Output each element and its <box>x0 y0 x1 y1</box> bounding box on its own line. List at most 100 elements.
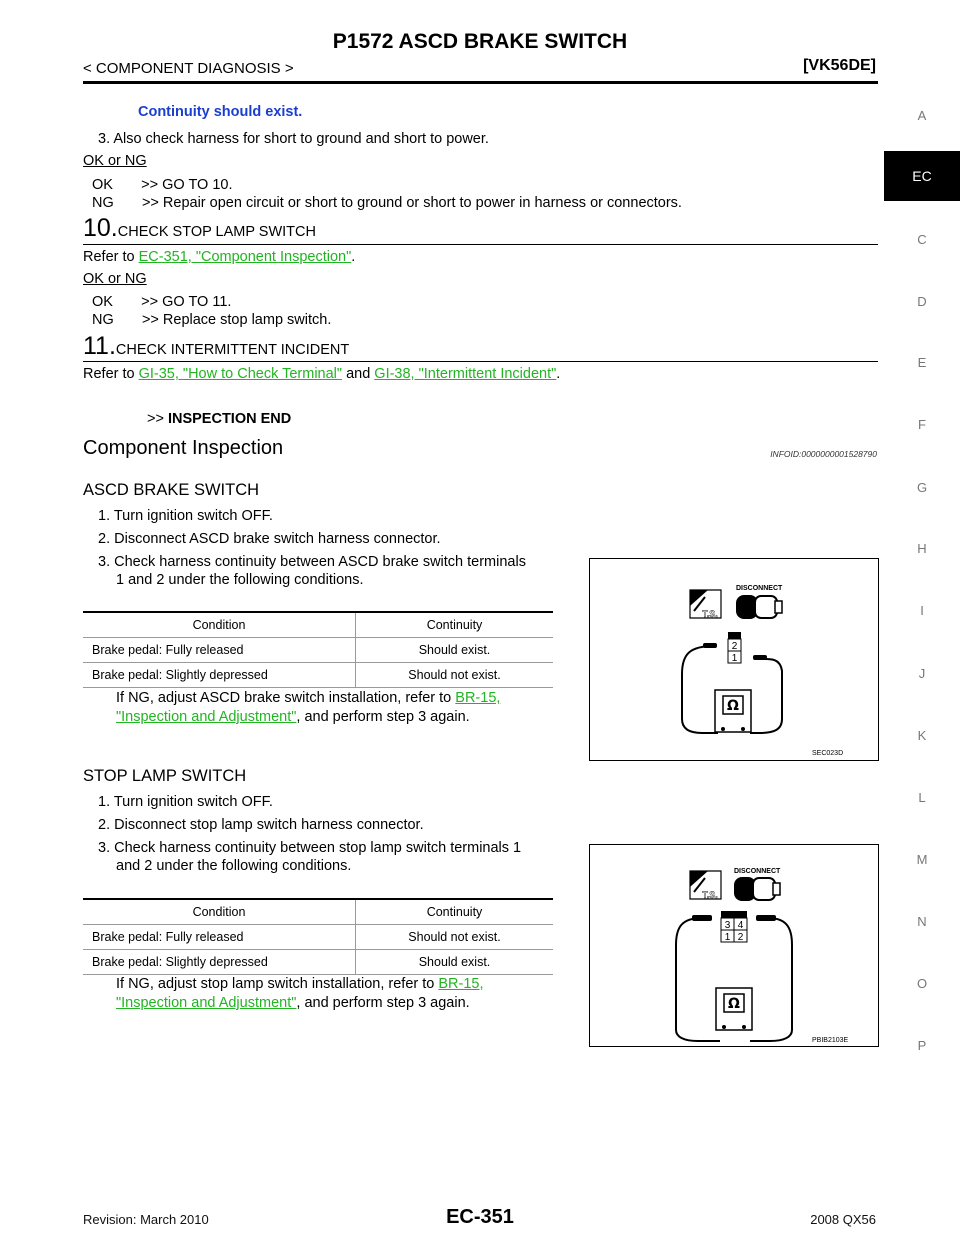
side-tab-ec-label: EC <box>912 168 932 184</box>
header-rule <box>83 81 878 84</box>
step10-ng: NG >> Replace stop lamp switch. <box>92 312 332 328</box>
side-tab-n[interactable]: N <box>917 914 927 929</box>
ascd-step1: 1. Turn ignition switch OFF. <box>98 508 273 524</box>
probe-tip-right <box>753 655 767 660</box>
step10-ok-ng: OK or NG <box>83 271 147 287</box>
terminal-2-label: 2 <box>732 641 738 652</box>
table-row: Brake pedal: Fully released Should not e… <box>83 924 553 950</box>
table-cell-condition: Brake pedal: Slightly depressed <box>83 662 356 688</box>
ascd-diagram: T.S. DISCONNECT 2 1 Ω SEC023D <box>589 558 879 761</box>
step10-refer-suffix: . <box>351 249 356 265</box>
step11-label: CHECK INTERMITTENT INCIDENT <box>115 342 350 358</box>
side-tab-m[interactable]: M <box>916 852 928 867</box>
table-cell-continuity: Should not exist. <box>355 924 553 950</box>
ascd-diagram-svg: T.S. DISCONNECT 2 1 Ω SEC023D <box>681 585 843 757</box>
side-tab-g[interactable]: G <box>916 480 928 495</box>
connector-icon <box>727 632 742 664</box>
step11-and: and <box>342 366 375 382</box>
inspection-end: >> INSPECTION END <box>147 411 291 427</box>
link-inspection-adjustment-stop[interactable]: "Inspection and Adjustment" <box>116 995 297 1011</box>
ascd-ng-suffix: , and perform step 3 again. <box>296 709 470 725</box>
probe-tip-right <box>756 915 776 921</box>
link-br-15-stop[interactable]: BR-15, <box>438 976 484 992</box>
side-tab-a[interactable]: A <box>917 108 927 123</box>
table-header-row: Condition Continuity <box>83 898 553 925</box>
side-tab-j[interactable]: J <box>918 666 926 681</box>
disconnect-icon <box>734 877 781 901</box>
side-tab-k[interactable]: K <box>917 728 927 743</box>
ascd-ng-line2: "Inspection and Adjustment", and perform… <box>116 709 470 725</box>
ascd-condition-table: Condition Continuity Brake pedal: Fully … <box>83 611 553 688</box>
probe-tip-left <box>692 915 712 921</box>
probe-tip-left <box>703 643 717 648</box>
table-row: Brake pedal: Slightly depressed Should e… <box>83 949 553 975</box>
section-label: < COMPONENT DIAGNOSIS > <box>83 60 294 77</box>
side-tab-o[interactable]: O <box>916 976 928 991</box>
probe-wire-right <box>750 657 783 734</box>
link-inspection-adjustment[interactable]: "Inspection and Adjustment" <box>116 709 297 725</box>
side-tab-e[interactable]: E <box>917 355 927 370</box>
stop-lamp-ng-line2: "Inspection and Adjustment", and perform… <box>116 995 470 1011</box>
link-gi-38[interactable]: GI-38, "Intermittent Incident" <box>374 366 557 382</box>
step10-rule <box>83 244 878 245</box>
probe-wire-right <box>750 917 793 1042</box>
stop-lamp-section-title: STOP LAMP SWITCH <box>83 767 247 785</box>
stop-lamp-step2: 2. Disconnect stop lamp switch harness c… <box>98 817 424 833</box>
ts-label: T.S. <box>702 890 718 900</box>
ohm-symbol: Ω <box>727 698 739 714</box>
side-tab-f[interactable]: F <box>918 417 926 432</box>
stop-lamp-ng-suffix: , and perform step 3 again. <box>296 995 470 1011</box>
step10-refer: Refer to EC-351, "Component Inspection". <box>83 249 355 265</box>
table-cell-continuity: Should not exist. <box>355 662 553 688</box>
side-tab-i[interactable]: I <box>920 603 924 618</box>
stop-lamp-step3-line1: 3. Check harness continuity between stop… <box>98 840 522 856</box>
terminal-4-label: 4 <box>738 920 744 931</box>
ascd-step3-line1: 3. Check harness continuity between ASCD… <box>98 554 526 570</box>
terminal-3-label: 3 <box>725 920 731 931</box>
intro-ok: OK >> GO TO 10. <box>92 177 233 193</box>
step10-label: CHECK STOP LAMP SWITCH <box>117 224 316 240</box>
table-header-condition: Condition <box>83 611 356 638</box>
link-ec-351[interactable]: EC-351, "Component Inspection" <box>138 249 352 265</box>
step10-heading: 10.CHECK STOP LAMP SWITCH <box>83 214 316 243</box>
step10-ok: OK >> GO TO 11. <box>92 294 232 310</box>
stop-lamp-condition-table: Condition Continuity Brake pedal: Fully … <box>83 898 553 975</box>
ascd-ng-text: If NG, adjust ASCD brake switch installa… <box>116 690 456 706</box>
side-tab-p[interactable]: P <box>917 1038 927 1053</box>
step10-refer-prefix: Refer to <box>83 249 139 265</box>
figure-code: SEC023D <box>812 750 843 757</box>
side-tab-d[interactable]: D <box>917 294 927 309</box>
disconnect-label: DISCONNECT <box>736 585 783 592</box>
disconnect-label: DISCONNECT <box>734 868 781 875</box>
side-tab-c[interactable]: C <box>917 232 927 247</box>
ohm-symbol: Ω <box>728 996 740 1012</box>
table-row: Brake pedal: Fully released Should exist… <box>83 637 553 663</box>
side-tab-ec-active[interactable]: EC <box>884 151 960 201</box>
table-cell-condition: Brake pedal: Fully released <box>83 637 356 663</box>
side-tab-h[interactable]: H <box>917 541 927 556</box>
table-header-condition: Condition <box>83 898 356 925</box>
probe-wire-left <box>675 917 720 1042</box>
page-title: P1572 ASCD BRAKE SWITCH <box>332 30 628 53</box>
intro-ng: NG >> Repair open circuit or short to gr… <box>92 195 682 211</box>
table-header-continuity: Continuity <box>355 611 553 638</box>
intro-step3: 3. Also check harness for short to groun… <box>98 131 489 147</box>
link-gi-35[interactable]: GI-35, "How to Check Terminal" <box>138 366 343 382</box>
probe-wire-left <box>681 645 718 734</box>
component-inspection-title: Component Inspection <box>83 437 284 459</box>
table-cell-condition: Brake pedal: Slightly depressed <box>83 949 356 975</box>
inspection-end-label: INSPECTION END <box>167 411 292 427</box>
model-code: [VK56DE] <box>803 57 876 74</box>
table-row: Brake pedal: Slightly depressed Should n… <box>83 662 553 688</box>
disconnect-icon <box>736 595 783 619</box>
ascd-section-title: ASCD BRAKE SWITCH <box>83 481 260 499</box>
link-br-15[interactable]: BR-15, <box>455 690 501 706</box>
stop-lamp-diagram-svg: T.S. DISCONNECT 3 4 1 2 Ω PBIB2103E <box>675 868 849 1044</box>
component-inspection-infoid: INFOID:0000000001528790 <box>770 449 877 459</box>
footer-revision: Revision: March 2010 <box>83 1212 209 1227</box>
table-cell-continuity: Should exist. <box>355 637 553 663</box>
side-tab-l[interactable]: L <box>918 790 926 805</box>
terminal-2-label: 2 <box>738 932 744 943</box>
connector-icon <box>720 911 748 943</box>
step11-refer-suffix: . <box>556 366 561 382</box>
